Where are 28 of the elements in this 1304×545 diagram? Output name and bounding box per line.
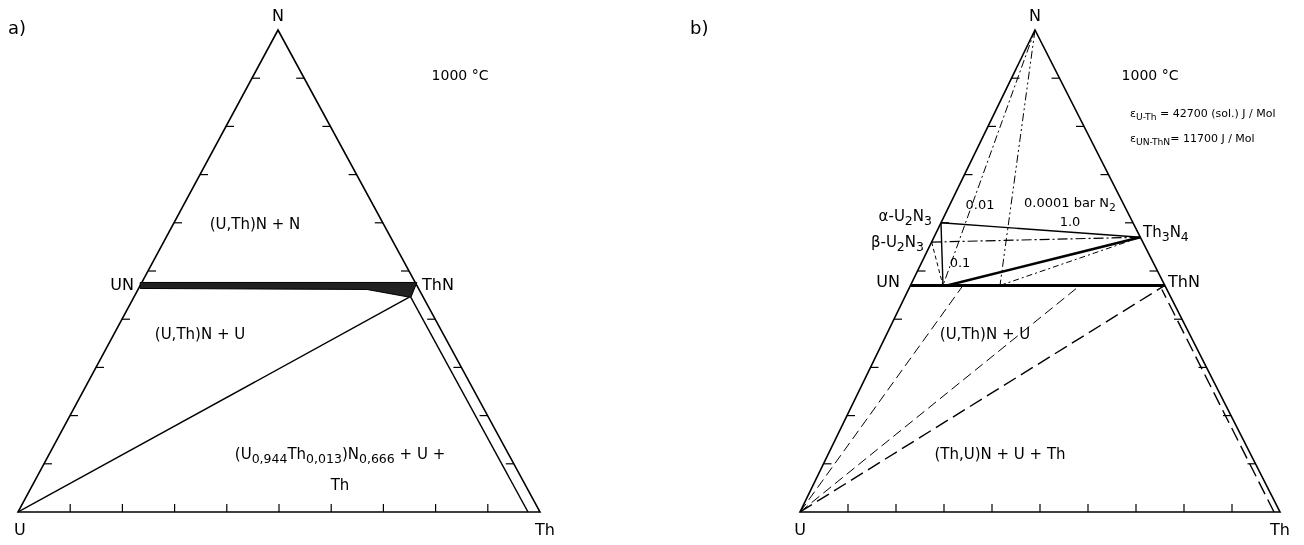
energy-note: ε$_{UN-ThN}$= 11700 J / Mol [1130, 132, 1255, 148]
vertex-label: Th [1270, 520, 1290, 540]
temperature-note: 1000 °C [431, 66, 489, 84]
pressure-label: 0.1 [949, 255, 971, 271]
vertex-label: U [794, 520, 806, 540]
energy-note: ε$_{U-Th}$ = 42700 (sol.) J / Mol [1130, 107, 1276, 123]
pressure-label: 0.0001 bar N$_{2}$ [1024, 196, 1116, 214]
panel-label: a) [8, 17, 27, 39]
phase-field-label: (U,Th)N + U [939, 326, 1031, 344]
phase-label: UN [876, 272, 900, 292]
phase-label: Th$_{3}$N$_{4}$ [1143, 223, 1189, 245]
vertex-label: N [1029, 6, 1041, 26]
panel-label: b) [690, 17, 709, 39]
vertex-label: Th [535, 520, 555, 540]
pressure-label: 0.01 [965, 197, 995, 213]
phase-label: ThN [422, 275, 454, 295]
pressure-label: 1.0 [1059, 214, 1081, 230]
phase-label: ThN [1168, 272, 1200, 292]
phase-label: UN [110, 275, 134, 295]
phase-field-label: (Th,U)N + U + Th [934, 446, 1066, 464]
phase-field-label: (U$_{0,944}$Th$_{0,013}$)N$_{0,666}$ + U + Th [233, 444, 447, 497]
phase-label: β-U$_{2}$N$_{3}$ [870, 233, 924, 255]
phase-field-label: (U,Th)N + N [209, 216, 301, 234]
vertex-label: N [272, 6, 284, 26]
phase-field-label: (U,Th)N + U [154, 326, 246, 344]
vertex-label: U [14, 520, 26, 540]
phase-label: α-U$_{2}$N$_{3}$ [878, 207, 932, 229]
temperature-note: 1000 °C [1121, 66, 1179, 84]
